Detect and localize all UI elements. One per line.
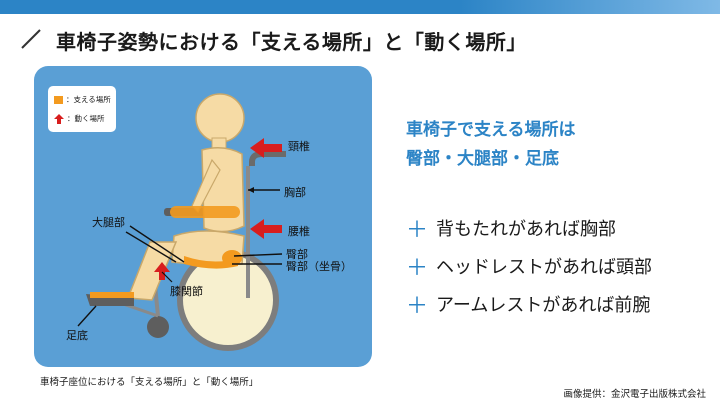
legend-move: ：動く場所 bbox=[54, 113, 105, 124]
label-neck: 頸椎 bbox=[288, 140, 310, 153]
plus-icon: ＋ bbox=[406, 256, 429, 281]
title-slash-icon bbox=[21, 29, 41, 49]
legend-support: ：支える場所 bbox=[54, 94, 111, 105]
label-chest: 胸部 bbox=[284, 186, 306, 199]
legend-box: ：支える場所 ：動く場所 bbox=[48, 86, 116, 132]
image-credit: 画像提供：金沢電子出版株式会社 bbox=[563, 389, 706, 400]
top-accent-bar bbox=[0, 0, 720, 14]
plus-icon: ＋ bbox=[406, 218, 429, 243]
support-swatch-icon bbox=[54, 95, 63, 104]
figure-caption: 車椅子座位における「支える場所」と「動く場所」 bbox=[40, 377, 259, 388]
bullet-list: ＋背もたれがあれば胸部 ＋ヘッドレストがあれば頭部 ＋アームレストがあれば前腕 bbox=[406, 209, 652, 323]
list-item: ＋ヘッドレストがあれば頭部 bbox=[406, 247, 652, 285]
label-lumbar: 腰椎 bbox=[288, 225, 310, 238]
headline: 車椅子で支える場所は 臀部・大腿部・足底 bbox=[406, 116, 576, 174]
page-title: 車椅子姿勢における「支える場所」と「動く場所」 bbox=[56, 30, 527, 54]
headline-line-2: 臀部・大腿部・足底 bbox=[406, 149, 559, 169]
label-sole: 足底 bbox=[66, 329, 88, 342]
list-item: ＋背もたれがあれば胸部 bbox=[406, 209, 652, 247]
label-buttock-bone: 臀部（坐骨） bbox=[286, 260, 352, 273]
headline-line-1: 車椅子で支える場所は bbox=[406, 120, 576, 140]
list-item: ＋アームレストがあれば前腕 bbox=[406, 285, 652, 323]
label-knee: 膝関節 bbox=[170, 285, 203, 298]
label-thigh: 大腿部 bbox=[92, 216, 125, 229]
illustration-panel: ：支える場所 ：動く場所 頸椎 胸部 腰椎 臀部 臀部（坐骨） 大腿部 膝関節 … bbox=[34, 66, 372, 367]
label-buttock: 臀部 bbox=[286, 248, 308, 261]
plus-icon: ＋ bbox=[406, 294, 429, 319]
up-arrow-icon bbox=[54, 113, 64, 124]
wheelchair-illustration bbox=[77, 93, 286, 351]
